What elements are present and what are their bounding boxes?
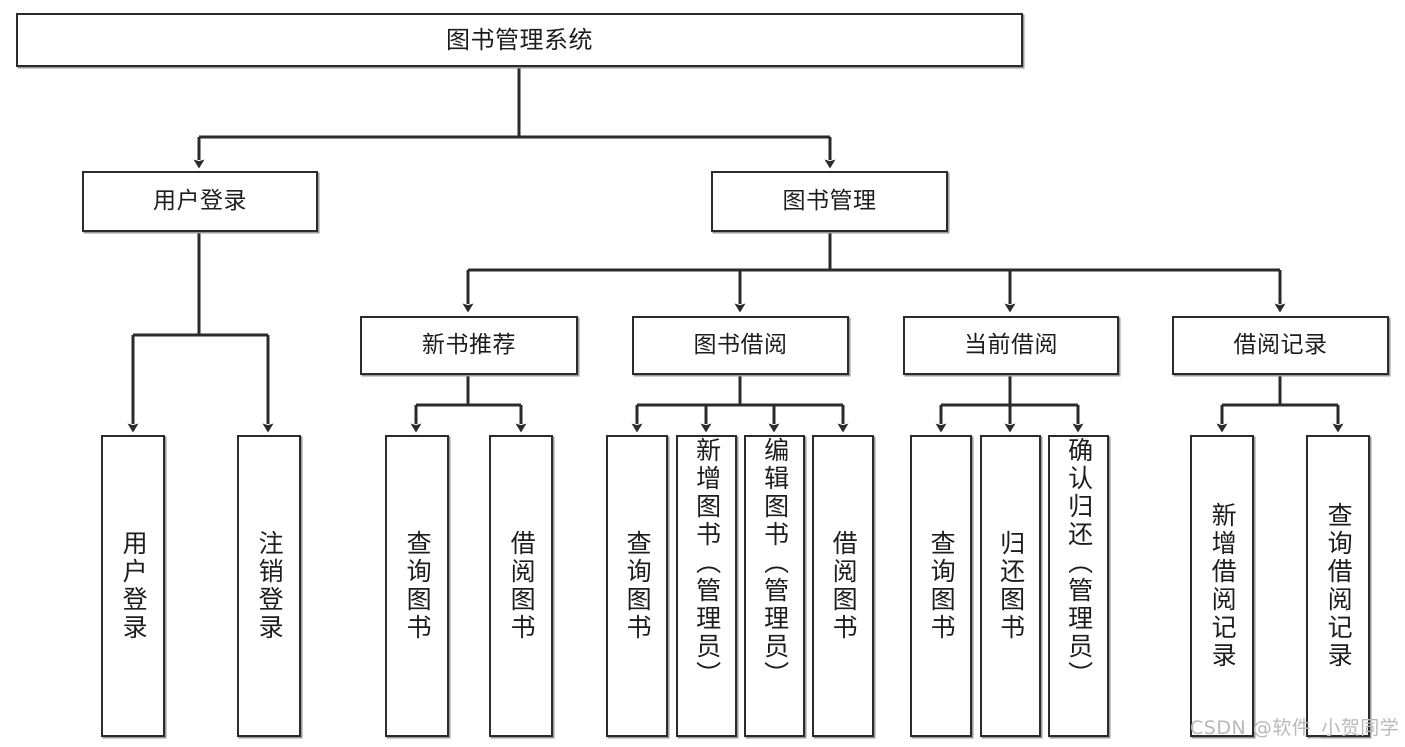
node-user-login-label: 用户登录 bbox=[153, 187, 247, 214]
node-leaf-return-book-label: 归还图书 bbox=[996, 530, 1026, 642]
node-leaf-return-book[interactable]: 归还图书 bbox=[980, 435, 1041, 737]
node-leaf-query-book-3[interactable]: 查询图书 bbox=[910, 435, 972, 737]
node-leaf-add-book[interactable]: 新增图书（管理员） bbox=[676, 435, 737, 737]
node-leaf-query-book-2[interactable]: 查询图书 bbox=[606, 435, 668, 737]
node-leaf-query-record-label: 查询借阅记录 bbox=[1324, 502, 1354, 670]
node-borrow-record-label: 借阅记录 bbox=[1233, 331, 1328, 358]
node-leaf-add-book-label: 新增图书（管理员） bbox=[692, 437, 722, 689]
node-leaf-borrow-book-1-label: 借阅图书 bbox=[507, 530, 537, 642]
node-leaf-confirm-return-label: 确认归还（管理员） bbox=[1064, 437, 1094, 689]
node-leaf-logout-label: 注销登录 bbox=[255, 530, 285, 642]
node-leaf-query-book-1-label: 查询图书 bbox=[403, 530, 433, 642]
node-leaf-borrow-book-2[interactable]: 借阅图书 bbox=[812, 435, 874, 737]
node-leaf-borrow-book-2-label: 借阅图书 bbox=[829, 530, 859, 642]
node-leaf-user-login[interactable]: 用户登录 bbox=[101, 435, 165, 737]
node-leaf-borrow-book-1[interactable]: 借阅图书 bbox=[489, 435, 553, 737]
node-leaf-query-book-1[interactable]: 查询图书 bbox=[385, 435, 449, 737]
csdn-watermark: CSDN @软件_小贺同学 bbox=[1190, 717, 1400, 739]
node-leaf-add-record-label: 新增借阅记录 bbox=[1208, 502, 1238, 670]
node-leaf-query-record[interactable]: 查询借阅记录 bbox=[1306, 435, 1370, 737]
node-leaf-edit-book[interactable]: 编辑图书（管理员） bbox=[744, 435, 805, 737]
node-current-borrow[interactable]: 当前借阅 bbox=[903, 316, 1119, 375]
node-current-borrow-label: 当前借阅 bbox=[964, 331, 1058, 358]
node-book-mgmt-label: 图书管理 bbox=[782, 187, 877, 214]
node-leaf-user-login-label: 用户登录 bbox=[119, 530, 149, 642]
node-borrow-record[interactable]: 借阅记录 bbox=[1172, 316, 1389, 375]
node-book-mgmt[interactable]: 图书管理 bbox=[711, 171, 948, 232]
node-book-borrow[interactable]: 图书借阅 bbox=[632, 316, 849, 375]
node-new-book-rec[interactable]: 新书推荐 bbox=[360, 316, 578, 375]
node-leaf-confirm-return[interactable]: 确认归还（管理员） bbox=[1048, 435, 1109, 737]
node-book-borrow-label: 图书借阅 bbox=[693, 331, 788, 358]
node-leaf-edit-book-label: 编辑图书（管理员） bbox=[760, 437, 790, 689]
node-root-label: 图书管理系统 bbox=[446, 25, 593, 54]
node-new-book-rec-label: 新书推荐 bbox=[422, 331, 516, 358]
node-user-login[interactable]: 用户登录 bbox=[82, 171, 318, 232]
node-leaf-query-book-3-label: 查询图书 bbox=[927, 530, 957, 642]
node-leaf-add-record[interactable]: 新增借阅记录 bbox=[1190, 435, 1254, 737]
node-leaf-query-book-2-label: 查询图书 bbox=[623, 530, 653, 642]
node-leaf-logout[interactable]: 注销登录 bbox=[237, 435, 301, 737]
node-root[interactable]: 图书管理系统 bbox=[16, 13, 1023, 67]
